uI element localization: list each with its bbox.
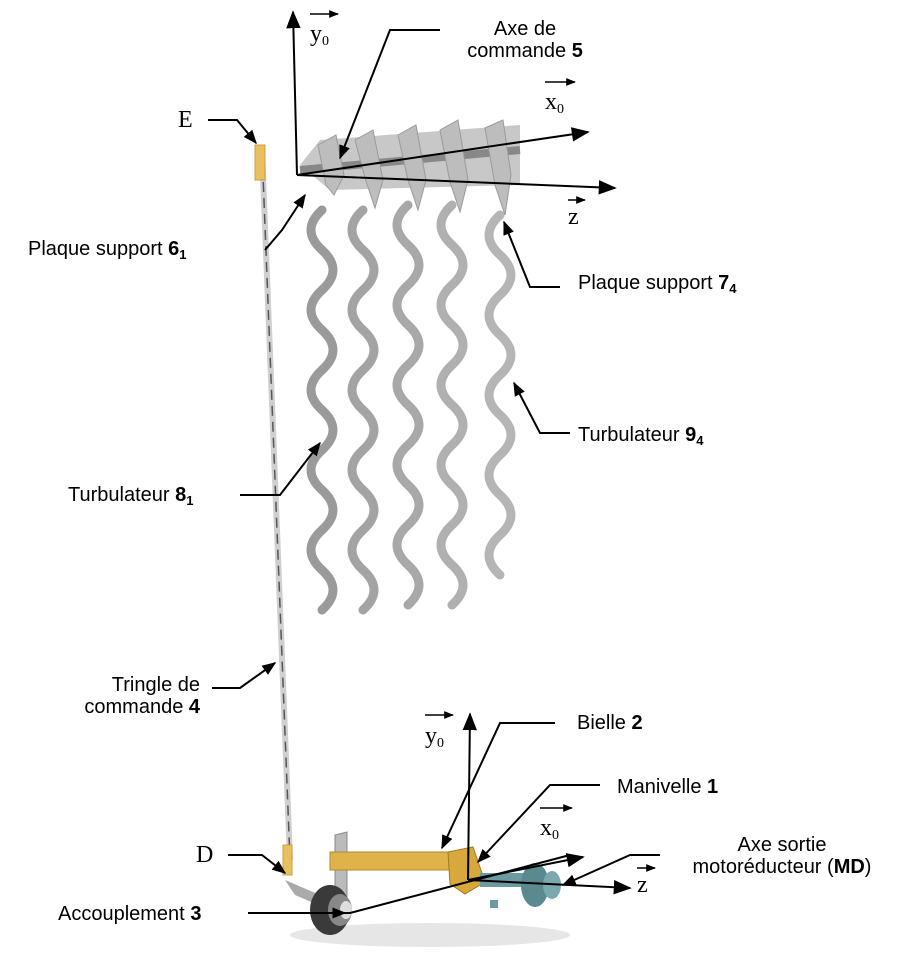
top-z-axis-label: z (568, 204, 579, 230)
turbulator-2 (347, 205, 379, 615)
tringle-rod (254, 144, 293, 876)
control-shaft-assembly (299, 119, 521, 216)
leader-lines (208, 29, 660, 919)
label-plaque-support-6: Plaque support 61 (28, 238, 187, 262)
bottom-x-axis-label: x0 (540, 815, 559, 843)
top-axes (286, 10, 617, 195)
turbulator-1 (306, 205, 338, 615)
bottom-y-axis-label: y0 (425, 723, 444, 751)
point-e-label: E (178, 107, 193, 133)
turbulator-3 (392, 200, 424, 610)
label-bielle: Bielle 2 (577, 712, 643, 734)
label-tringle-commande: Tringle de commande 4 (84, 674, 200, 718)
label-axe-sortie: Axe sortie motoréducteur (MD) (692, 834, 872, 878)
vector-bars (310, 10, 656, 872)
label-turbulateur-8: Turbulateur 81 (68, 484, 194, 508)
bottom-z-axis-label: z (637, 872, 648, 898)
label-plaque-support-7: Plaque support 74 (578, 272, 737, 296)
point-d-label: D (196, 842, 214, 868)
drive-assembly (285, 831, 570, 947)
label-accouplement: Accouplement 3 (58, 903, 202, 925)
turbulator-array (306, 200, 516, 615)
turbulator-4 (436, 200, 468, 610)
label-manivelle: Manivelle 1 (617, 776, 719, 798)
label-axe-commande: Axe de commande 5 (467, 18, 583, 62)
turbulator-5 (484, 210, 516, 580)
top-x-axis-label: x0 (545, 89, 564, 117)
label-turbulateur-9: Turbulateur 94 (578, 424, 704, 448)
top-y-axis-label: y0 (310, 21, 329, 49)
